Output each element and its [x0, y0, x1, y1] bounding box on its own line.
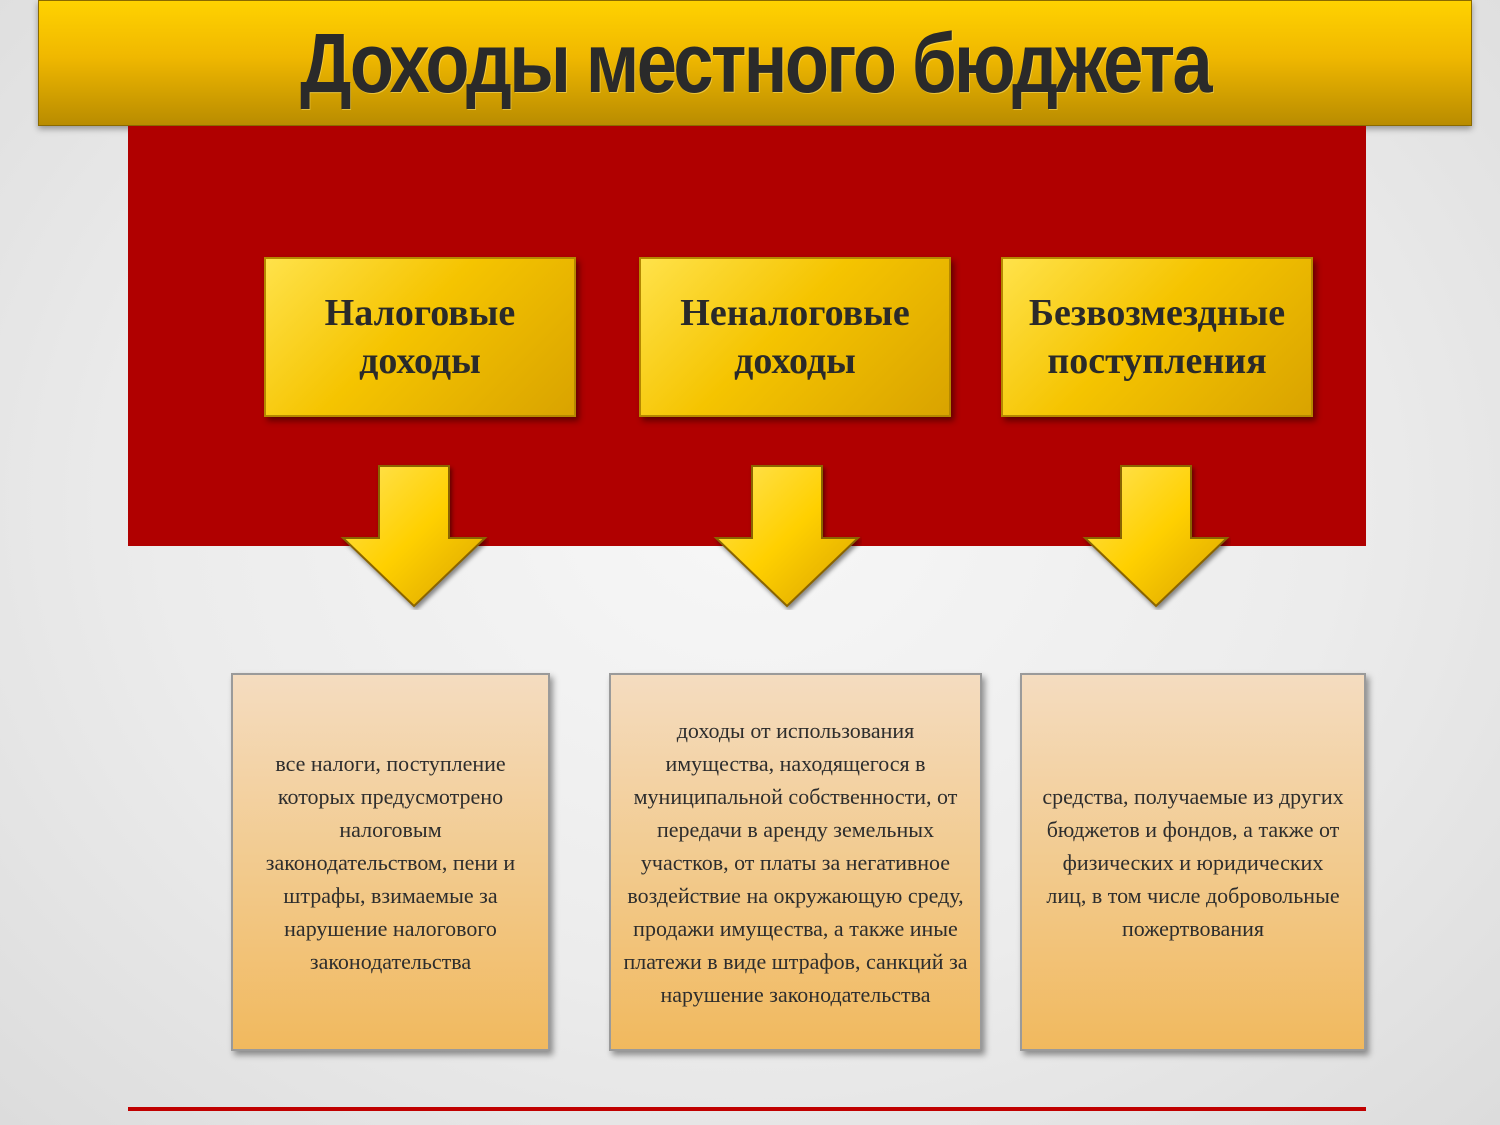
category-label-gratuitous: Безвозмездные поступления [1028, 292, 1286, 382]
description-text-nontax: доходы от использования имущества, наход… [623, 717, 968, 1007]
category-box-tax: Налоговые доходы [264, 257, 576, 417]
down-arrow-icon [1082, 465, 1230, 608]
title-banner: Доходы местного бюджета [38, 0, 1472, 126]
down-arrow-icon [713, 465, 861, 608]
description-box-gratuitous: средства, получаемые из других бюджетов … [1020, 673, 1366, 1051]
category-box-gratuitous: Безвозмездные поступления [1001, 257, 1313, 417]
category-box-nontax: Неналоговые доходы [639, 257, 951, 417]
description-box-tax: все налоги, поступление которых предусмо… [231, 673, 550, 1051]
page-title: Доходы местного бюджета [299, 15, 1213, 110]
category-label-nontax: Неналоговые доходы [680, 292, 910, 382]
down-arrow-icon [340, 465, 488, 608]
category-label-tax: Налоговые доходы [324, 292, 516, 382]
description-text-gratuitous: средства, получаемые из других бюджетов … [1042, 783, 1344, 941]
bottom-divider [128, 1107, 1366, 1111]
description-box-nontax: доходы от использования имущества, наход… [609, 673, 982, 1051]
description-text-tax: все налоги, поступление которых предусмо… [265, 750, 516, 974]
